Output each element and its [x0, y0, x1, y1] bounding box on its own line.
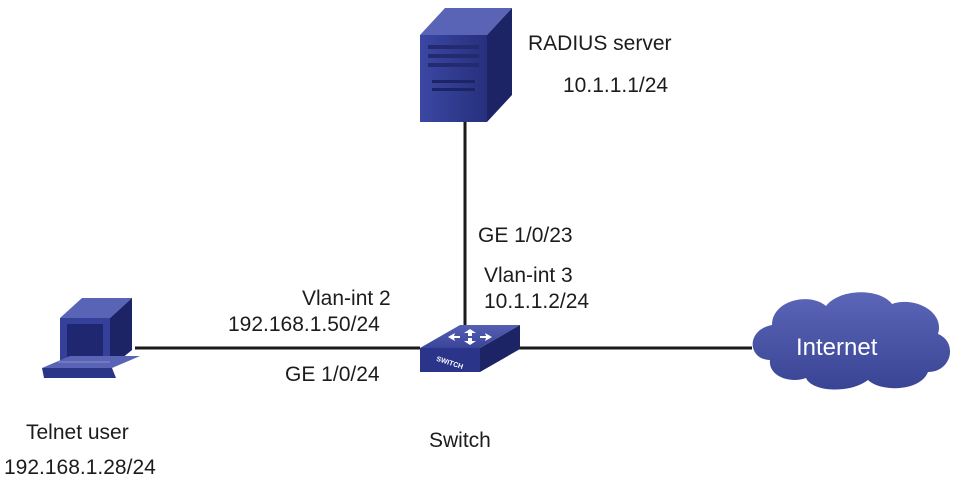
vlan3-ip-label: 10.1.1.2/24: [484, 290, 590, 313]
radius-server-name: RADIUS server: [528, 32, 672, 55]
telnet-user-ip: 192.168.1.28/24: [4, 456, 156, 479]
radius-server-ip: 10.1.1.1/24: [563, 74, 669, 97]
internet-cloud-icon: [752, 292, 951, 390]
switch-icon: [420, 325, 520, 372]
switch-name: Switch: [429, 429, 491, 452]
vlan3-name-label: Vlan-int 3: [484, 264, 573, 287]
vlan2-name-label: Vlan-int 2: [302, 287, 391, 310]
internet-label: Internet: [796, 334, 878, 361]
uplink-port-label: GE 1/0/23: [478, 224, 573, 247]
vlan2-ip-label: 192.168.1.50/24: [228, 313, 380, 336]
telnet-user-computer-icon: [42, 298, 140, 378]
radius-server-icon: [420, 8, 512, 122]
telnet-user-name: Telnet user: [26, 421, 129, 444]
downlink-port-label: GE 1/0/24: [285, 363, 380, 386]
